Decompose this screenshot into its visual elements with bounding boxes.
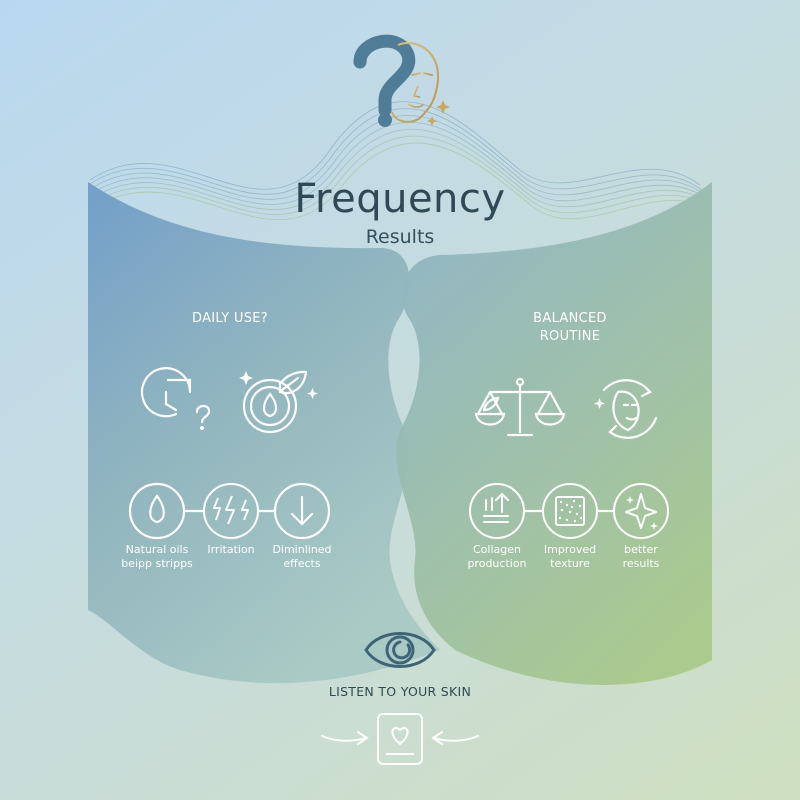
caption-line: better: [624, 543, 658, 556]
left-step-caption-1: Natural oils beipp stripps: [112, 543, 202, 571]
caption-line: Improved: [543, 543, 597, 556]
caption-line: production: [467, 557, 527, 570]
balance-scale-icon: [474, 377, 566, 437]
face-cycle-icon: [594, 379, 658, 439]
caption-line: Collagen: [473, 543, 521, 556]
right-step-caption-3: better results: [596, 543, 686, 571]
right-step-caption-2: Improved texture: [525, 543, 615, 571]
caption-line: beipp stripps: [121, 557, 193, 570]
caption-line: texture: [550, 557, 590, 570]
right-step-caption-1: Collagen production: [452, 543, 542, 571]
right-panel-label: BALANCED ROUTINE: [510, 310, 630, 346]
decorative-wave: [89, 101, 713, 220]
page-subtitle: Results: [365, 226, 435, 248]
right-panel: [396, 182, 712, 685]
eye-icon: [364, 632, 436, 668]
left-step-caption-3: Diminlined effects: [257, 543, 347, 571]
left-step-caption-2: Irritation: [186, 543, 276, 557]
caption-line: Irritation: [207, 543, 255, 556]
left-panel: [88, 182, 440, 684]
texture-icon: [542, 483, 598, 539]
skin-heart-icon: [377, 713, 423, 765]
right-panel-label-line1: BALANCED: [533, 311, 607, 326]
arrow-right-icon: [321, 731, 369, 745]
listen-to-skin-label: LISTEN TO YOUR SKIN: [328, 684, 472, 699]
sparkle-icon: [613, 483, 669, 539]
page-title: Frequency: [294, 176, 506, 222]
arrow-down-icon: [273, 482, 331, 540]
arrow-left-icon: [431, 731, 479, 745]
droplet-leaf-icon: [239, 370, 318, 434]
caption-line: results: [622, 557, 660, 570]
caption-line: effects: [283, 557, 321, 570]
caption-line: Diminlined: [272, 543, 332, 556]
lightning-icon: [203, 483, 259, 539]
question-face-icon: [353, 34, 450, 127]
layers-up-icon: [469, 483, 525, 539]
caption-line: Natural oils: [125, 543, 189, 556]
right-panel-label-line2: ROUTINE: [539, 329, 601, 344]
clock-question-icon: [140, 367, 211, 431]
droplet-icon: [128, 482, 186, 540]
left-panel-label: DAILY USE?: [192, 311, 268, 326]
